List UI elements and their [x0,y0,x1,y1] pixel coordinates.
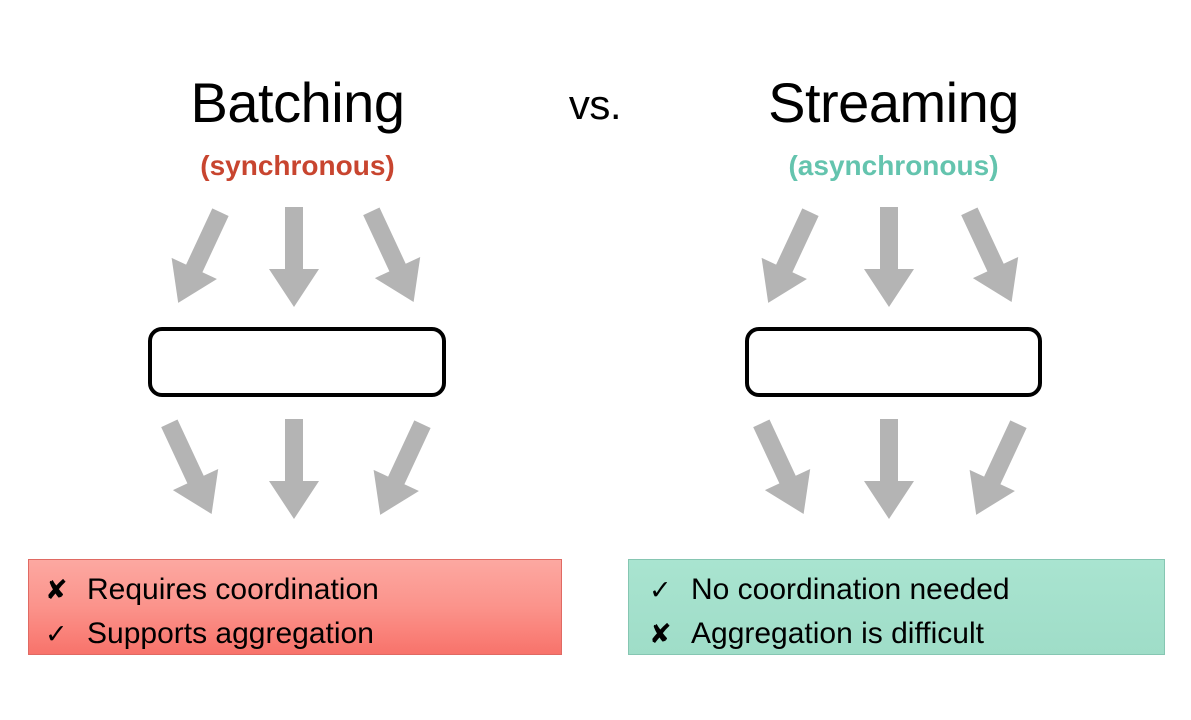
check-icon: ✓ [649,575,672,605]
arrow-down-left-icon [961,207,1019,302]
legend-item-label: Aggregation is difficult [691,617,984,650]
left-process-box[interactable] [148,327,446,397]
left-subtitle: (synchronous) [200,150,395,181]
cross-icon: ✘ [45,575,68,605]
legend-item: ✓ No coordination needed [643,568,1164,612]
right-process-box[interactable] [745,327,1042,397]
arrow-down-left-icon [161,419,219,514]
cross-icon: ✘ [649,619,672,649]
legend-item: ✓ Supports aggregation [43,612,561,656]
left-title: Batching [190,71,405,134]
title-row: Batching vs. Streaming [0,72,1191,134]
right-title: Streaming [768,71,1019,134]
arrow-down-left-icon [753,419,811,514]
arrow-down-icon [864,207,914,307]
arrow-down-left-icon [363,207,421,302]
right-subtitle: (asynchronous) [788,150,999,181]
legend-item: ✘ Requires coordination [43,568,561,612]
legend-item-label: Requires coordination [87,573,379,606]
arrow-down-icon [269,419,319,519]
legend-item-label: No coordination needed [691,573,1010,606]
right-inbound-arrow-group [730,203,1060,313]
check-icon: ✓ [45,619,68,649]
legend-item: ✘ Aggregation is difficult [643,612,1164,656]
right-outbound-arrow-group [730,415,1060,525]
arrow-down-right-icon [373,420,431,515]
arrow-down-right-icon [171,208,229,303]
legend-item-label: Supports aggregation [87,617,374,650]
versus-label: vs. [568,81,622,128]
left-outbound-arrow-group [130,415,460,525]
right-legend-box: ✓ No coordination needed ✘ Aggregation i… [628,559,1165,655]
arrow-down-icon [864,419,914,519]
arrow-down-right-icon [969,420,1027,515]
arrow-down-icon [269,207,319,307]
left-legend-box: ✘ Requires coordination ✓ Supports aggre… [28,559,562,655]
left-inbound-arrow-group [130,203,460,313]
arrow-down-right-icon [761,208,819,303]
